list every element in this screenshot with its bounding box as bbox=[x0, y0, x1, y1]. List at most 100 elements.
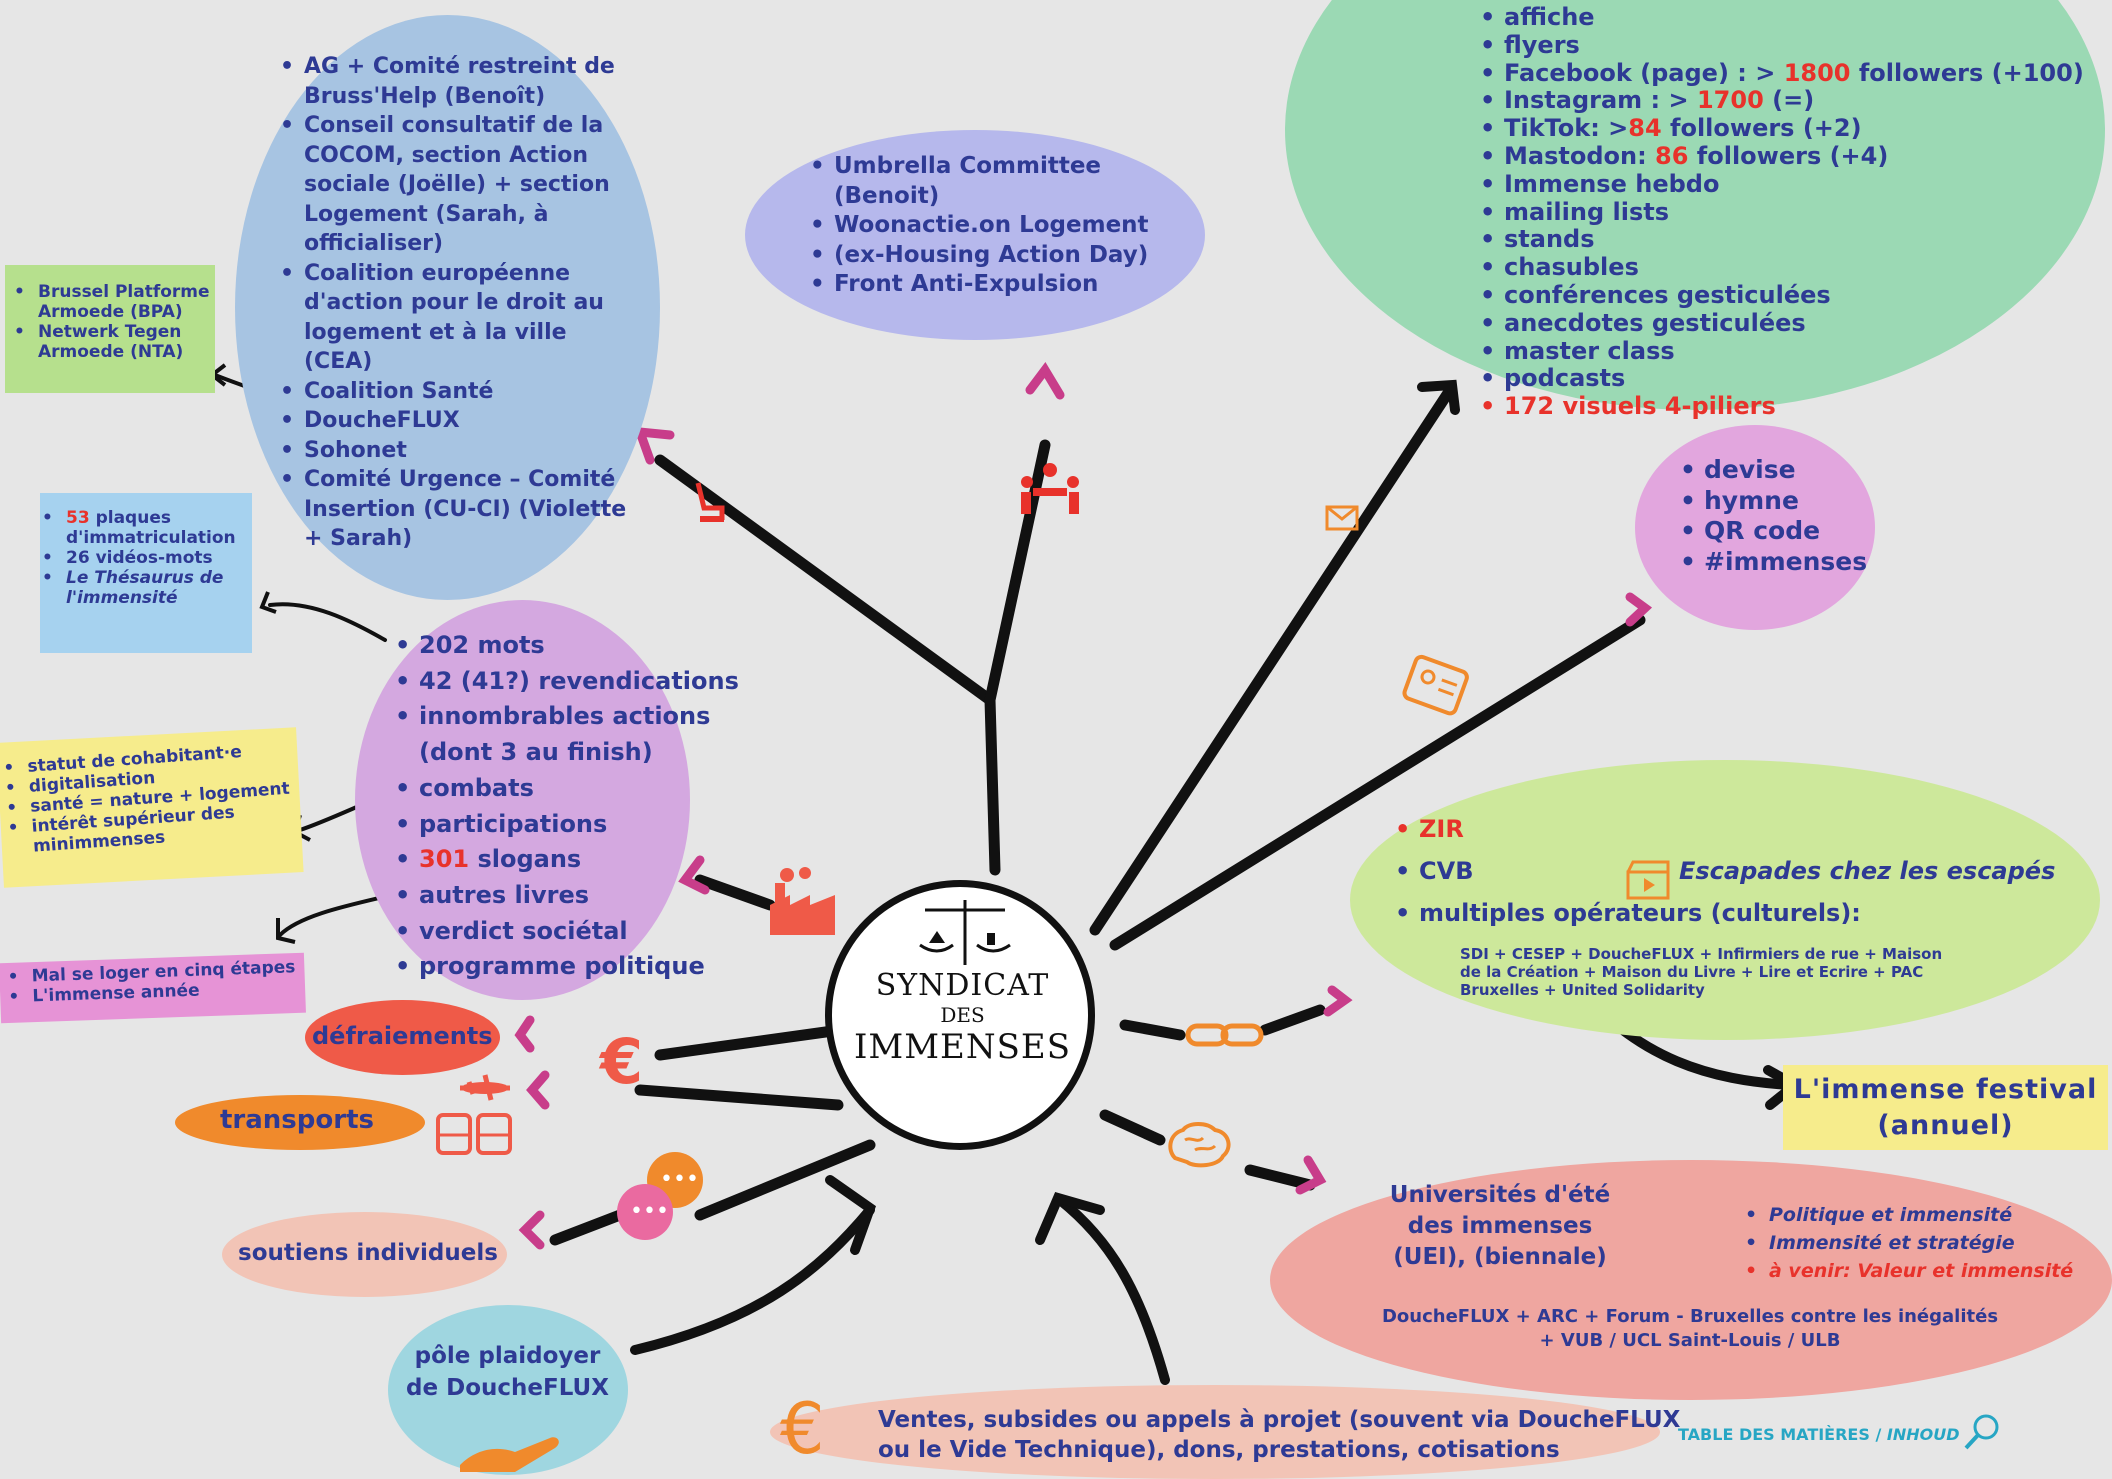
comm-item: mailing lists bbox=[1480, 198, 2100, 227]
escapades-label: Escapades chez les escapés bbox=[1679, 857, 2056, 885]
output-item: participations bbox=[395, 807, 740, 843]
uei-title: Universités d'été des immenses (UEI), (b… bbox=[1389, 1182, 1611, 1270]
clapperboard-icon bbox=[1625, 860, 1671, 904]
comm-count: 1700 bbox=[1696, 86, 1764, 115]
euro-sign-icon: € bbox=[600, 1025, 644, 1098]
umbrella-item: (ex-Housing Action Day) bbox=[810, 241, 1190, 271]
output-item: innombrables actions (dont 3 au finish) bbox=[395, 699, 740, 770]
umbrella-item: Woonactie.on Logement bbox=[810, 211, 1190, 241]
themes-list: statut de cohabitant·edigitalisationsant… bbox=[3, 738, 309, 859]
plaidoyer-blob bbox=[388, 1305, 628, 1475]
plaque-item: 26 vidéos-mots bbox=[42, 548, 247, 568]
institution-item: AG + Comité restreint de Bruss'Help (Ben… bbox=[280, 52, 640, 111]
train-bus-icon bbox=[435, 1110, 515, 1164]
festival-box bbox=[1783, 1065, 2108, 1150]
network-item: Netwerk Tegen Armoede (NTA) bbox=[14, 322, 214, 362]
plaques-list: 53 plaques d'immatriculation26 vidéos-mo… bbox=[42, 508, 247, 608]
institution-item: Coalition européenne d'action pour le dr… bbox=[280, 259, 640, 377]
output-item: 42 (41?) revendications bbox=[395, 664, 740, 700]
institution-item: DoucheFLUX bbox=[280, 406, 640, 436]
defraiements-label: défraiements bbox=[312, 1022, 493, 1050]
operators-text: SDI + CESEP + DoucheFLUX + Infirmiers de… bbox=[1460, 945, 1943, 999]
comm-item: stands bbox=[1480, 226, 2100, 254]
uei-partners: DoucheFLUX + ARC + Forum - Bruxelles con… bbox=[1381, 1306, 1999, 1351]
chat-bubbles-icon: ••• ••• bbox=[610, 1150, 710, 1254]
id-card-icon bbox=[1398, 651, 1473, 722]
multiples-item: multiples opérateurs (culturels): bbox=[1395, 892, 2095, 934]
identity-item: devise bbox=[1680, 455, 1880, 486]
output-item: 301 slogans bbox=[395, 842, 740, 878]
plaque-item: Le Thésaurus de l'immensité bbox=[42, 568, 247, 608]
institution-item: Sohonet bbox=[280, 436, 640, 466]
visuels-item: 172 visuels 4-piliers bbox=[1480, 392, 2100, 421]
soutiens-blob bbox=[222, 1212, 507, 1297]
umbrella-list: Umbrella Committee (Benoit)Woonactie.on … bbox=[810, 152, 1190, 300]
cvb-item: CVB Escapades chez les escapés bbox=[1395, 850, 2095, 892]
seat-icon bbox=[690, 478, 730, 532]
identity-list: devisehymneQR code#immenses bbox=[1680, 455, 1880, 577]
factory-icon bbox=[765, 865, 840, 939]
identity-item: hymne bbox=[1680, 486, 1880, 517]
communication-list: afficheflyersFacebook (page) : > 1800 fo… bbox=[1480, 3, 2100, 421]
brain-icon bbox=[1165, 1120, 1235, 1174]
uei-topics: Politique et immensité Immensité et stra… bbox=[1745, 1201, 2105, 1285]
festival-title: L'immense festival (annuel) bbox=[1793, 1074, 2098, 1141]
comm-item: TikTok: >84 followers (+2) bbox=[1480, 114, 2100, 143]
logo-text: SYNDICAT DES IMMENSES bbox=[853, 968, 1072, 1067]
umbrella-item: Front Anti-Expulsion bbox=[810, 270, 1190, 300]
zir-item: ZIR bbox=[1395, 808, 2095, 850]
comm-count: 84 bbox=[1628, 114, 1662, 143]
plaidoyer-label: pôle plaidoyer de DoucheFLUX bbox=[406, 1343, 609, 1401]
identity-item: #immenses bbox=[1680, 547, 1880, 578]
comm-item: Immense hebdo bbox=[1480, 170, 2100, 199]
defraiements-blob bbox=[305, 1000, 500, 1075]
plaque-count: 53 bbox=[66, 508, 90, 528]
output-item: 202 mots bbox=[395, 628, 740, 664]
logo-scale-icon bbox=[915, 895, 1015, 974]
output-count: 301 bbox=[419, 845, 470, 874]
svg-text:•••: ••• bbox=[660, 1167, 699, 1192]
magnifier-icon[interactable] bbox=[1962, 1412, 2002, 1456]
plane-icon bbox=[455, 1070, 515, 1109]
comm-item: podcasts bbox=[1480, 365, 2100, 393]
institution-item: Conseil consultatif de la COCOM, section… bbox=[280, 111, 640, 259]
comm-item: conférences gesticulées bbox=[1480, 281, 2100, 310]
comm-item: flyers bbox=[1480, 31, 2100, 60]
comm-item: anecdotes gesticulées bbox=[1480, 309, 2100, 338]
output-item: autres livres bbox=[395, 878, 740, 914]
institution-item: Comité Urgence – Comité Insertion (CU-CI… bbox=[280, 465, 640, 554]
outputs-list: 202 mots42 (41?) revendicationsinnombrab… bbox=[395, 628, 740, 985]
transports-blob bbox=[175, 1095, 425, 1150]
transports-label: transports bbox=[220, 1105, 374, 1135]
plaque-item: 53 plaques d'immatriculation bbox=[42, 508, 247, 548]
comm-item: Instagram : > 1700 (=) bbox=[1480, 86, 2100, 115]
meeting-icon bbox=[1015, 460, 1085, 529]
euro-icon: € bbox=[780, 1388, 825, 1470]
identity-item: QR code bbox=[1680, 516, 1880, 547]
institution-item: Coalition Santé bbox=[280, 377, 640, 407]
partners-list: ZIR CVB Escapades chez les escapés multi… bbox=[1395, 808, 2095, 934]
comm-count: 1800 bbox=[1783, 58, 1851, 87]
toc-link[interactable]: TABLE DES MATIÈRES / INHOUD bbox=[1678, 1425, 1960, 1444]
network-item: Brussel Platforme Armoede (BPA) bbox=[14, 282, 214, 322]
soutiens-label: soutiens individuels bbox=[238, 1240, 498, 1266]
comm-count: 86 bbox=[1655, 141, 1689, 170]
giving-hand-icon bbox=[455, 1430, 565, 1479]
funding-label: Ventes, subsides ou appels à projet (sou… bbox=[878, 1407, 1681, 1463]
output-item: verdict sociétal bbox=[395, 914, 740, 950]
funding-blob bbox=[770, 1385, 1660, 1479]
comm-item: master class bbox=[1480, 337, 2100, 366]
svg-text:•••: ••• bbox=[630, 1199, 669, 1224]
output-item: combats bbox=[395, 771, 740, 807]
comm-item: affiche bbox=[1480, 3, 2100, 32]
institutions-list: AG + Comité restreint de Bruss'Help (Ben… bbox=[280, 52, 640, 554]
mail-icon bbox=[1325, 505, 1359, 535]
umbrella-item: Umbrella Committee (Benoit) bbox=[810, 152, 1190, 211]
brussel-networks-list: Brussel Platforme Armoede (BPA)Netwerk T… bbox=[14, 282, 214, 362]
comm-item: chasubles bbox=[1480, 253, 2100, 282]
comm-item: Mastodon: 86 followers (+4) bbox=[1480, 141, 2100, 171]
output-item: programme politique bbox=[395, 949, 740, 985]
syndicat-logo bbox=[825, 880, 1095, 1150]
chain-link-icon bbox=[1185, 1020, 1265, 1054]
comm-item: Facebook (page) : > 1800 followers (+100… bbox=[1480, 58, 2100, 88]
